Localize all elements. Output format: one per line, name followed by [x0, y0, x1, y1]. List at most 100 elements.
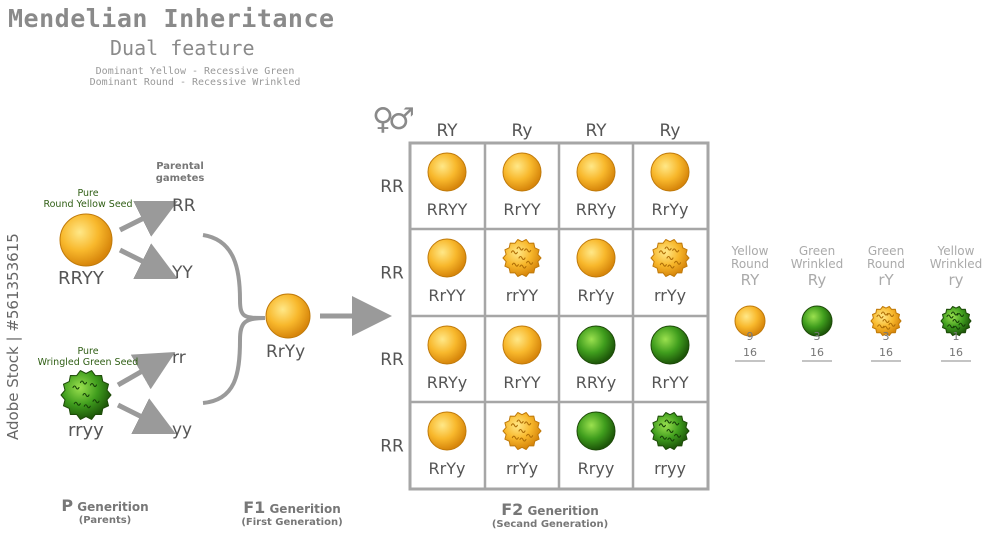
seed2-genotype: rryy	[68, 420, 104, 441]
arrow-rryy-to-yy	[118, 243, 178, 279]
seed2-label-line2: Wringled Green Seed	[37, 357, 139, 368]
seed-parent-green-wrinkled	[60, 370, 112, 420]
punnett-col-header: Ry	[512, 121, 533, 141]
parental-gametes-label: Parental gametes	[150, 161, 210, 185]
punnett-cell-genotype: Rryy	[578, 459, 615, 478]
stock-watermark: Adobe Stock | #561353615	[4, 233, 22, 440]
gamete-rr-lower: rr	[172, 348, 186, 368]
punnett-cell-seed	[576, 238, 616, 278]
legend-item-yellow-wrinkled: Yellow Wrinkled ry 1 16	[921, 244, 991, 360]
punnett-cell-genotype: RrYy	[429, 459, 466, 478]
f1-generation-label: F1 Generition (First Generation)	[222, 498, 362, 528]
seed1-label-line1: Pure	[77, 188, 99, 199]
punnett-cell-seed	[502, 152, 542, 192]
legend-name-line2: Wrinkled	[790, 257, 844, 271]
legend-genotype: rY	[878, 271, 894, 289]
legend-name-line1: Green	[798, 244, 836, 258]
legend-seed	[801, 305, 833, 337]
punnett-cell-genotype: rryy	[654, 459, 686, 478]
arrow-rryy-to-rr	[118, 201, 178, 237]
legend-name-line1: Green	[867, 244, 905, 258]
punnett-cell-genotype: RRYY	[427, 200, 468, 219]
punnett-cell-genotype: RrYY	[503, 373, 540, 392]
legend-numerator: 1	[952, 330, 960, 343]
punnett-cell-seed	[427, 325, 467, 365]
seed2-label: Pure Wringled Green Seed	[18, 346, 158, 368]
punnett-row-header: RR	[380, 264, 404, 284]
seed1-label: Pure Round Yellow Seed	[18, 188, 158, 210]
legend-genotype: ry	[948, 271, 964, 289]
punnett-cell-seed	[576, 152, 616, 192]
legend-denominator: 16	[743, 346, 757, 359]
f1-letter: F1	[243, 498, 266, 517]
punnett-cell-seed	[650, 325, 690, 365]
punnett-cell-genotype: RRYy	[576, 373, 616, 392]
punnett-col-header: RY	[585, 121, 607, 141]
f2-word: Generition	[527, 504, 599, 518]
dominance-note-shape: Dominant Round - Recessive Wrinkled	[89, 77, 301, 88]
parent-arrows	[116, 201, 178, 434]
punnett-cell-seed	[650, 412, 690, 450]
punnett-square	[408, 141, 710, 491]
legend-denominator: 16	[810, 346, 824, 359]
punnett-cell-genotype: RRYy	[427, 373, 467, 392]
p-letter: P	[61, 496, 74, 515]
f2-letter: F2	[501, 500, 524, 519]
legend-seed	[940, 305, 972, 337]
legend-numerator: 3	[882, 330, 890, 343]
gamete-rr-upper: RR	[172, 196, 196, 216]
seed2-label-line1: Pure	[77, 346, 99, 357]
punnett-col-header: RY	[436, 121, 458, 141]
punnett-row-header: RR	[380, 437, 404, 457]
legend-item-yellow-round: Yellow Round RY 9 16	[715, 244, 785, 360]
punnett-cell-genotype: RrYY	[651, 373, 688, 392]
legend-numerator: 9	[746, 330, 754, 343]
gamete-yy-lower: yy	[172, 420, 193, 440]
arrow-green-to-rr	[116, 352, 176, 390]
punnett-cell-genotype: RRYy	[576, 200, 616, 219]
legend-seed	[734, 305, 766, 337]
dominance-note-color: Dominant Yellow - Recessive Green	[95, 66, 295, 77]
punnett-cell-seed	[576, 411, 616, 451]
page-title: Mendelian Inheritance	[8, 4, 335, 33]
legend-name-line2: Round	[731, 257, 769, 271]
punnett-row-header: RR	[380, 177, 404, 197]
legend-genotype: RY	[740, 271, 760, 289]
parental-gametes-line1: Parental	[156, 161, 204, 172]
f1-word: Generition	[269, 502, 341, 516]
legend-item-green-round: Green Round rY 3 16	[851, 244, 921, 360]
punnett-cell-genotype: rrYY	[506, 286, 539, 305]
seed1-label-line2: Round Yellow Seed	[43, 199, 133, 210]
sex-symbols-icon: ♀♂	[372, 102, 415, 137]
punnett-cell-seed	[427, 411, 467, 451]
page-subtitle: Dual feature	[110, 36, 255, 60]
punnett-cell-seed	[502, 412, 542, 450]
punnett-cell-genotype: RrYY	[503, 200, 540, 219]
f1-sub: (First Generation)	[241, 517, 343, 528]
f1-genotype: RrYy	[266, 342, 306, 362]
gamete-yy-upper: YY	[172, 263, 193, 283]
punnett-cell-seed	[650, 152, 690, 192]
legend-numerator: 3	[813, 330, 821, 343]
legend-denominator: 16	[949, 346, 963, 359]
legend-denominator: 16	[879, 346, 893, 359]
f2-generation-label: F2 Generition (Secand Generation)	[470, 500, 630, 530]
legend-name-line2: Wrinkled	[929, 257, 983, 271]
punnett-cell-genotype: rrYy	[506, 459, 538, 478]
punnett-cell-seed	[427, 238, 467, 278]
punnett-cell-genotype: RrYY	[428, 286, 465, 305]
punnett-cell-genotype: rrYy	[654, 286, 686, 305]
legend-name-line2: Round	[867, 257, 905, 271]
punnett-cell-seed	[576, 325, 616, 365]
punnett-cell-genotype: RrYy	[578, 286, 615, 305]
legend-item-green-wrinkled: Green Wrinkled Ry 3 16	[782, 244, 852, 360]
legend-seed	[870, 305, 902, 337]
p-sub: (Parents)	[78, 515, 132, 526]
legend-name-line1: Yellow	[937, 244, 975, 258]
punnett-row-header: RR	[380, 350, 404, 370]
parental-gametes-line2: gametes	[155, 173, 205, 184]
legend-genotype: Ry	[807, 271, 827, 289]
legend-name-line1: Yellow	[731, 244, 769, 258]
